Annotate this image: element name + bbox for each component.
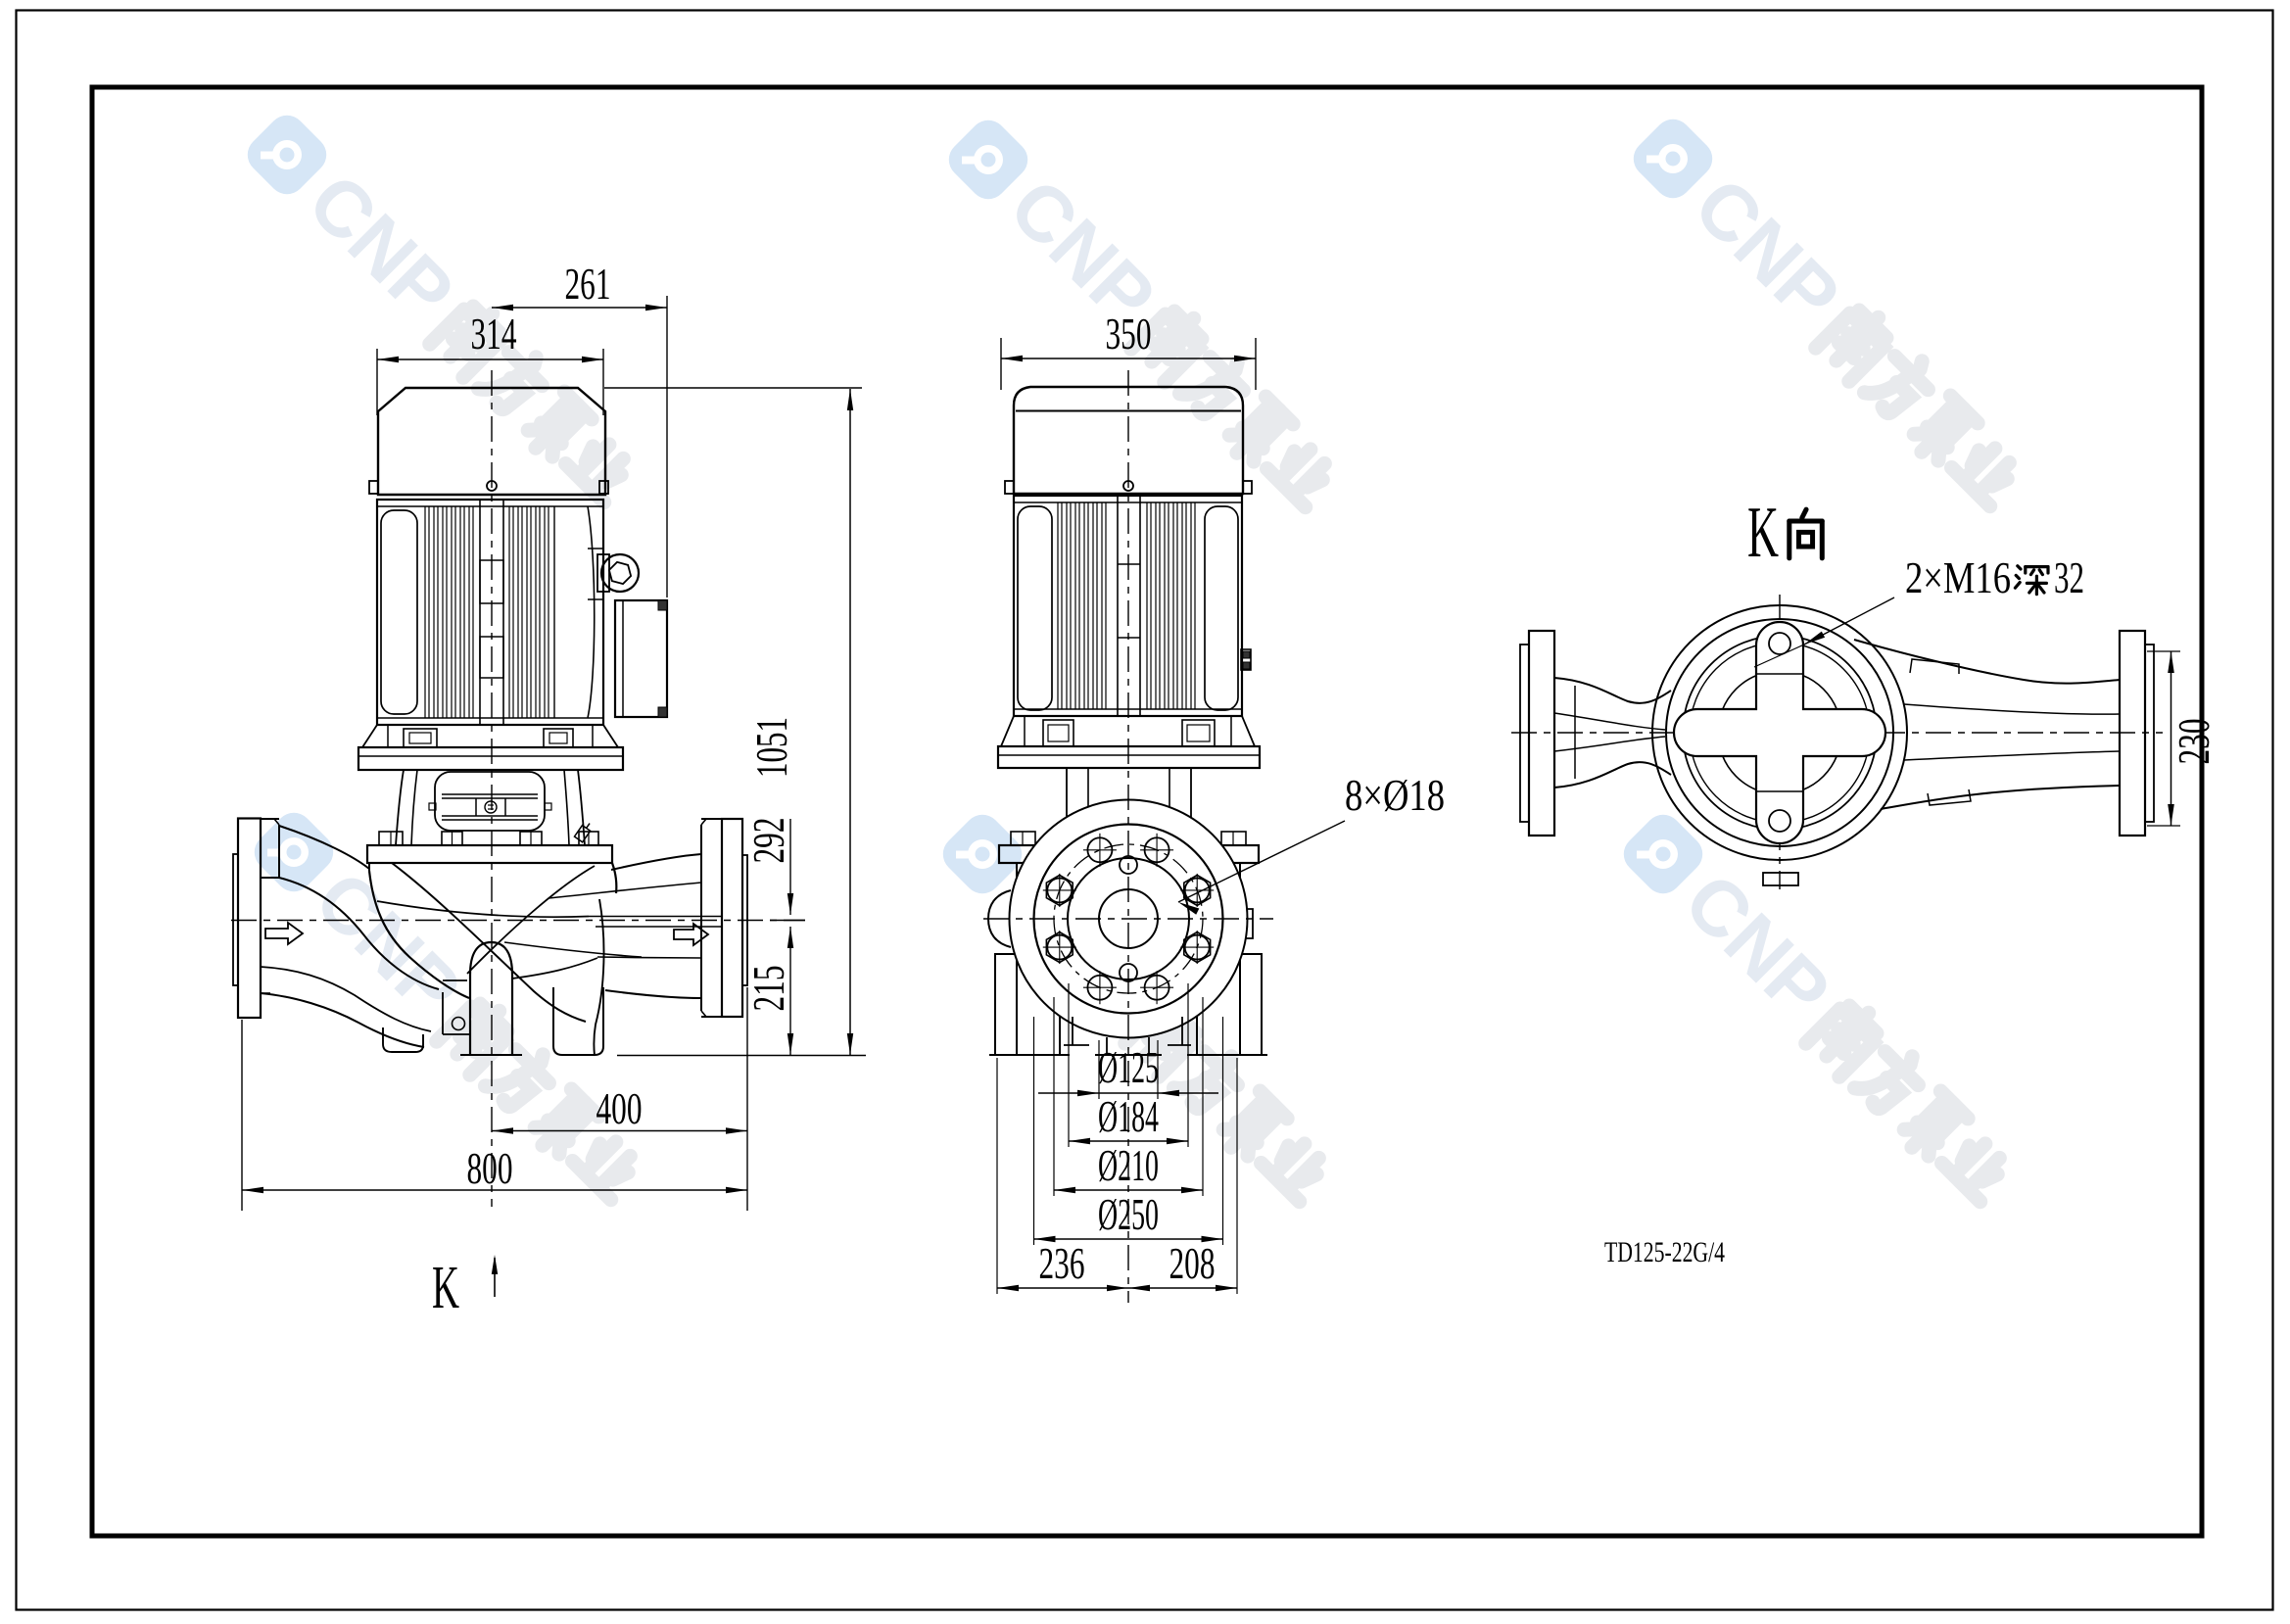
svg-text:Ø184: Ø184 xyxy=(1098,1091,1159,1141)
svg-text:215: 215 xyxy=(743,966,793,1012)
svg-text:Ø210: Ø210 xyxy=(1098,1140,1159,1190)
svg-text:236: 236 xyxy=(1039,1238,1085,1288)
svg-text:K: K xyxy=(432,1255,459,1321)
svg-text:208: 208 xyxy=(1169,1238,1216,1288)
svg-text:TD125-22G/4: TD125-22G/4 xyxy=(1604,1236,1725,1268)
svg-text:350: 350 xyxy=(1106,309,1152,358)
svg-text:32: 32 xyxy=(2054,552,2084,602)
svg-text:292: 292 xyxy=(743,818,793,864)
svg-text:2×M16: 2×M16 xyxy=(1905,552,2011,602)
svg-text:261: 261 xyxy=(565,259,611,309)
svg-text:1051: 1051 xyxy=(746,717,796,778)
svg-text:230: 230 xyxy=(2169,719,2218,765)
svg-text:Ø250: Ø250 xyxy=(1098,1189,1159,1239)
svg-text:K: K xyxy=(1747,493,1779,573)
svg-text:8×Ø18: 8×Ø18 xyxy=(1345,770,1445,820)
svg-text:400: 400 xyxy=(596,1083,643,1133)
svg-text:800: 800 xyxy=(467,1143,513,1193)
svg-text:Ø125: Ø125 xyxy=(1098,1042,1159,1092)
svg-text:314: 314 xyxy=(471,309,517,358)
